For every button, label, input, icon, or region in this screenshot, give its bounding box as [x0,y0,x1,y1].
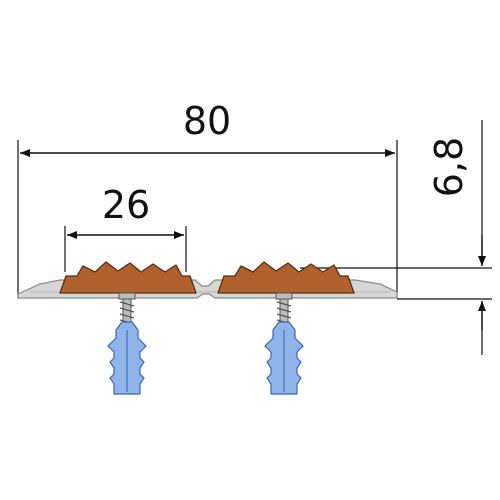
rubber-insert-left [59,261,197,294]
screw-anchor-left [107,292,147,395]
height-dimension: 6,8 [300,120,492,355]
width-dimension: 80 [17,99,398,298]
insert-width-dimension: 26 [64,183,187,272]
width-label: 80 [183,99,231,143]
height-label: 6,8 [427,137,471,197]
rubber-insert-right [217,261,355,294]
insert-width-label: 26 [102,183,150,227]
screw-anchor-right [264,292,304,395]
